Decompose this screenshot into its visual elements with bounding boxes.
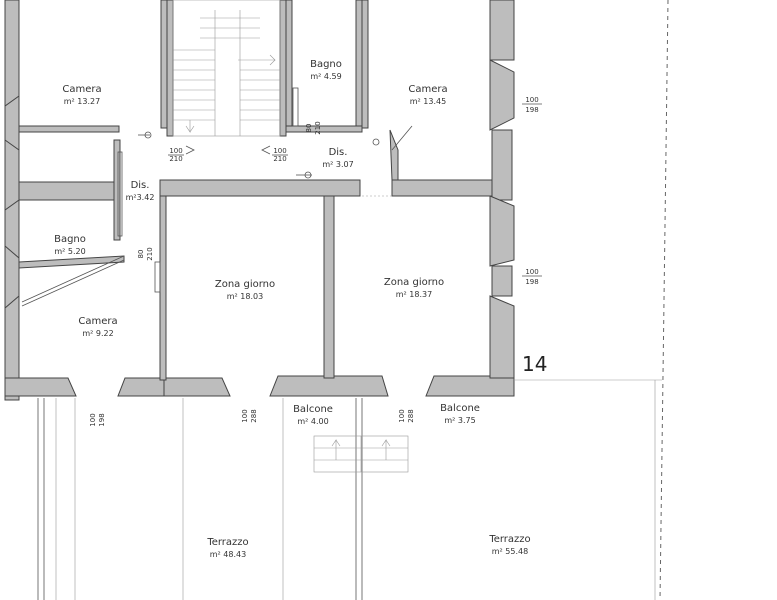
- property-line: [659, 0, 669, 600]
- room-name-bagno-n: Bagno: [310, 59, 342, 70]
- dim-bottom: 210: [273, 155, 286, 163]
- dim-top: 100: [89, 413, 97, 426]
- dim-bottom: 288: [407, 409, 415, 422]
- dim-bottom: 198: [98, 413, 106, 426]
- room-name-balcone-e: Balcone: [440, 403, 480, 414]
- room-area-balcone-e: m² 3.75: [444, 416, 475, 425]
- room-name-dis-w: Dis.: [131, 180, 150, 191]
- dim-bottom: 210: [314, 121, 322, 134]
- room-area-zona-giorno-e: m² 18.37: [396, 290, 432, 299]
- dim-top: 80: [137, 250, 145, 259]
- room-area-terrazzo-e: m² 55.48: [492, 547, 528, 556]
- fixtures: [21, 87, 413, 307]
- room-area-bagno-w: m² 5.20: [54, 247, 85, 256]
- dim-bottom: 288: [250, 409, 258, 422]
- unit-number: 14: [522, 352, 547, 376]
- terraces: [37, 379, 662, 600]
- room-area-bagno-n: m² 4.59: [310, 72, 341, 81]
- room-area-camera-sw: m² 9.22: [82, 329, 113, 338]
- dim-bottom: 210: [146, 247, 154, 260]
- room-name-balcone-w: Balcone: [293, 404, 333, 415]
- walls: [4, 0, 515, 401]
- room-area-dis-w: m²3.42: [126, 193, 155, 202]
- room-area-zona-giorno-w: m² 18.03: [227, 292, 263, 301]
- dim-top: 100: [241, 409, 249, 422]
- room-name-camera-ne: Camera: [408, 84, 447, 95]
- dim-top: 100: [169, 147, 182, 155]
- dim-bottom: 198: [525, 278, 538, 286]
- room-labels: Camera m² 13.27 Bagno m² 4.59 Camera m² …: [54, 59, 531, 559]
- dimension-labels: 100 198 100 198 100 210 100 210 100 198 …: [89, 96, 542, 427]
- interior-walls: [18, 0, 493, 381]
- room-name-terrazzo-w: Terrazzo: [206, 537, 248, 548]
- room-area-terrazzo-w: m² 48.43: [210, 550, 246, 559]
- dim-top: 100: [525, 96, 538, 104]
- room-name-zona-giorno-e: Zona giorno: [384, 277, 444, 288]
- room-area-dis-e: m² 3.07: [322, 160, 353, 169]
- room-name-terrazzo-e: Terrazzo: [488, 534, 530, 545]
- room-name-dis-e: Dis.: [329, 147, 348, 158]
- dim-top: 100: [525, 268, 538, 276]
- dim-bottom: 198: [525, 106, 538, 114]
- room-area-camera-ne: m² 13.45: [410, 97, 446, 106]
- room-name-camera-nw: Camera: [62, 84, 101, 95]
- room-area-balcone-w: m² 4.00: [297, 417, 328, 426]
- room-name-bagno-w: Bagno: [54, 234, 86, 245]
- room-area-camera-nw: m² 13.27: [64, 97, 100, 106]
- dim-top: 80: [305, 124, 313, 133]
- room-name-zona-giorno-w: Zona giorno: [215, 279, 275, 290]
- dim-top: 100: [273, 147, 286, 155]
- room-name-camera-sw: Camera: [78, 316, 117, 327]
- staircase: [172, 0, 281, 137]
- dim-bottom: 210: [169, 155, 182, 163]
- dim-top: 100: [398, 409, 406, 422]
